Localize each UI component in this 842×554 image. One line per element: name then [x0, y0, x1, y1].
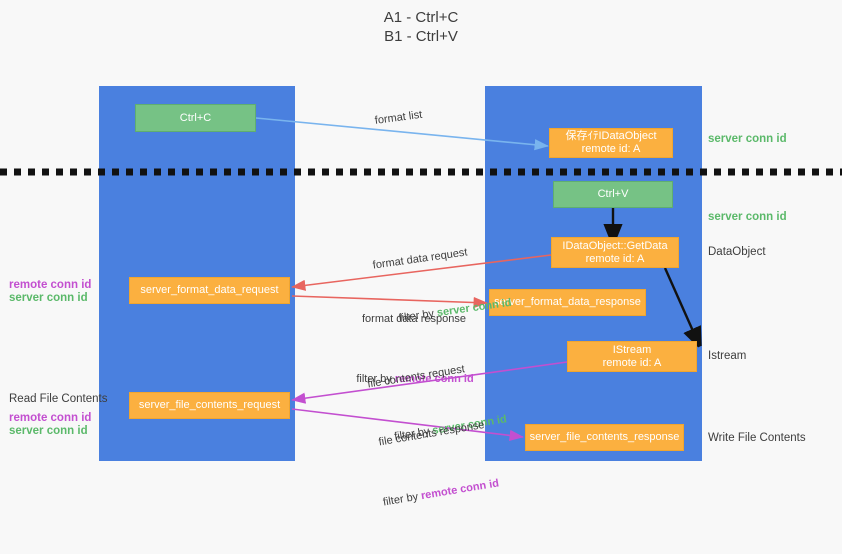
box-server-file-contents-response-label: server_file_contents_response	[529, 431, 680, 443]
edge-filter-prefix-2: filter by	[356, 373, 395, 385]
edge-filter-prefix-4: filter by	[382, 490, 423, 509]
box-server-format-data-response[interactable]: server_format_data_response	[489, 289, 646, 316]
edge-label-format-data-response-line2: filter by remote conn id	[338, 358, 474, 400]
label-server-conn-id-mid: server conn id	[708, 211, 787, 223]
label-remote-conn-id-2: remote conn id	[9, 412, 92, 424]
edge-label-format-data-response: format data response filter by remote co…	[356, 284, 473, 428]
edge-label-format-list: format list	[374, 108, 423, 127]
box-server-format-data-request[interactable]: server_format_data_request	[129, 277, 290, 304]
box-server-format-data-request-label: server_format_data_request	[140, 284, 279, 296]
box-data-object-remote-label: 保存ｲﾃIDataObject remote id: A	[565, 130, 657, 155]
edge-label-file-contents-request-line1: file contents request	[366, 363, 466, 391]
box-server-format-data-response-label: server_format_data_response	[494, 296, 641, 308]
box-ctrl-c[interactable]: Ctrl+C	[135, 104, 256, 132]
label-server-conn-id-2: server conn id	[9, 425, 88, 437]
box-server-file-contents-response[interactable]: server_file_contents_response	[525, 424, 684, 451]
box-idataobject-getdata-label: IDataObject::GetData remote id: A	[562, 239, 668, 265]
box-server-file-contents-request[interactable]: server_file_contents_request	[129, 392, 290, 419]
box-istream[interactable]: IStream remote id: A	[567, 341, 697, 372]
label-server-conn-id-top: server conn id	[708, 133, 787, 145]
edge-label-format-data-request-line1: format data request	[372, 246, 469, 272]
label-data-object: DataObject	[708, 246, 766, 258]
box-idataobject-getdata[interactable]: IDataObject::GetData remote id: A	[551, 237, 679, 268]
box-istream-label: IStream remote id: A	[602, 343, 662, 369]
edge-label-file-contents-response: file contents response filter by remote …	[373, 390, 507, 550]
label-server-conn-id-1: server conn id	[9, 292, 88, 304]
box-ctrl-v[interactable]: Ctrl+V	[553, 181, 673, 208]
edge-filter-key-remote-conn-id-2: remote conn id	[420, 477, 500, 503]
box-server-file-contents-request-label: server_file_contents_request	[138, 399, 281, 411]
label-istream: Istream	[708, 350, 747, 362]
edge-filter-key-remote-conn-id: remote conn id	[394, 373, 474, 385]
page-title: A1 - Ctrl+C B1 - Ctrl+V	[383, 9, 459, 45]
box-data-object-remote[interactable]: 保存ｲﾃIDataObject remote id: A	[549, 128, 673, 158]
edge-label-format-data-response-line1: format data response	[362, 313, 466, 325]
label-write-file-contents: Write File Contents	[708, 432, 806, 444]
diagram-canvas: A1 - Ctrl+C B1 - Ctrl+V A1 remote B1 con…	[0, 9, 842, 509]
label-read-file-contents: Read File Contents	[9, 393, 108, 405]
label-remote-conn-id-1: remote conn id	[9, 279, 92, 291]
edge-label-file-contents-response-line1: file contents response	[377, 418, 486, 449]
